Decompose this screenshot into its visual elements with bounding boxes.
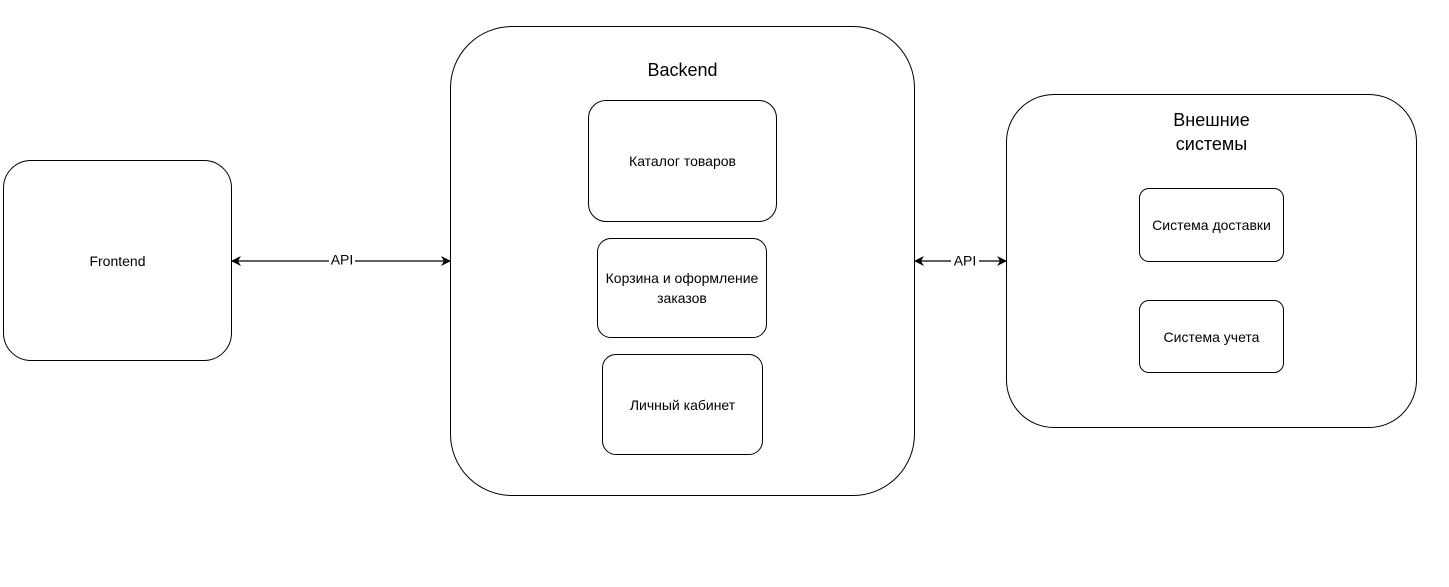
edge-label-bg — [951, 252, 979, 268]
external-system-accounting-label: Система учета — [1163, 328, 1260, 345]
external-title: Внешние системы — [1173, 110, 1250, 154]
backend-module-cart-label: Корзина и оформление заказов — [605, 270, 759, 306]
backend-module-account-label: Личный кабинет — [629, 396, 736, 413]
edge-backend-external-label: API — [954, 253, 977, 269]
backend-module-cart[interactable]: Корзина и оформление заказов — [597, 238, 767, 338]
backend-title: Backend — [647, 60, 718, 80]
backend-module-account[interactable]: Личный кабинет — [602, 354, 763, 455]
backend-module-catalog[interactable]: Каталог товаров — [588, 100, 777, 222]
edge-frontend-backend[interactable]: API — [231, 252, 451, 268]
edge-backend-external[interactable]: API — [914, 252, 1007, 269]
external-system-delivery[interactable]: Система доставки — [1139, 188, 1284, 262]
frontend-label: Frontend — [89, 252, 146, 269]
backend-module-catalog-label: Каталог товаров — [629, 153, 736, 169]
external-system-delivery-label: Система доставки — [1152, 217, 1271, 233]
external-system-accounting[interactable]: Система учета — [1139, 300, 1284, 373]
edge-frontend-backend-label: API — [331, 252, 354, 268]
frontend-node[interactable]: Frontend — [3, 160, 232, 361]
edge-label-bg — [329, 252, 355, 268]
